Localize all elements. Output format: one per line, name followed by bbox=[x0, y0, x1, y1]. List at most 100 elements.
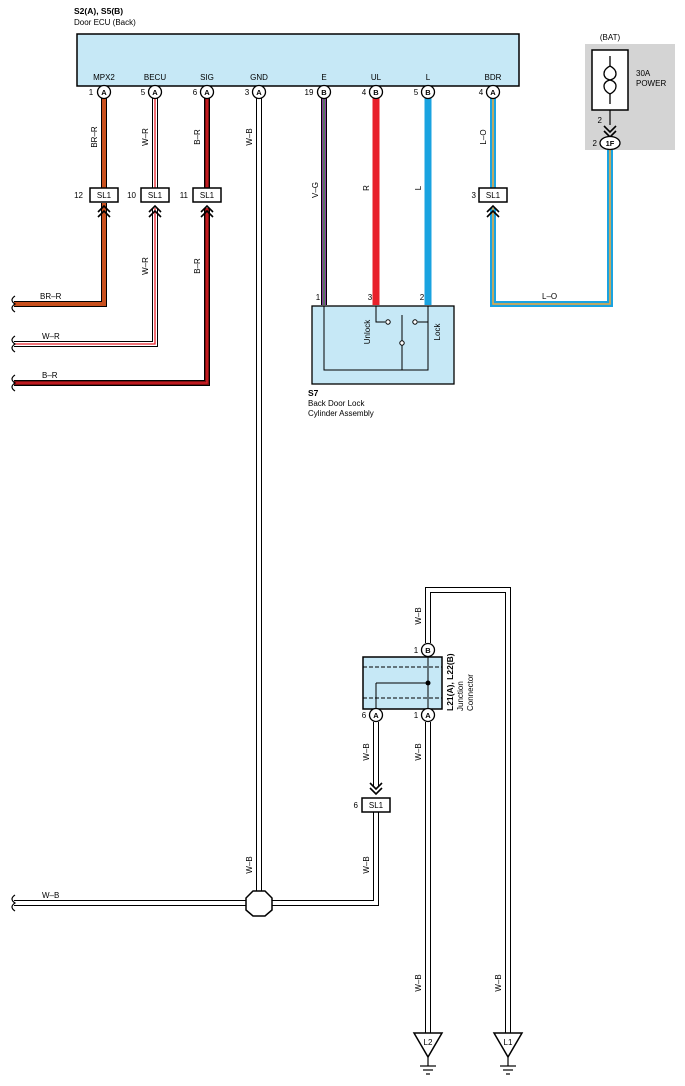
ecu-terminal-mpx2: MPX2 bbox=[93, 73, 115, 82]
ecu-box bbox=[76, 33, 520, 87]
wire-label-br: B–R bbox=[193, 129, 202, 145]
ecu-conn-mpx2: A bbox=[101, 88, 107, 97]
ecu-conn-l: B bbox=[425, 88, 431, 97]
wire-label-brr-h: BR–R bbox=[40, 292, 62, 301]
ecu-pin-l: 5 bbox=[414, 88, 419, 97]
wire-gnd-wb bbox=[14, 98, 262, 906]
wire-label-l: L bbox=[414, 185, 423, 190]
fuse-conn-label: 1F bbox=[606, 139, 615, 148]
wire-label-wb-jright: W–B bbox=[414, 743, 423, 760]
splice-point bbox=[245, 890, 273, 917]
sl1-pin-10: 10 bbox=[127, 191, 136, 200]
switch-box bbox=[311, 305, 455, 385]
fuse-rating: 30A bbox=[636, 69, 651, 78]
sl1-label-10: SL1 bbox=[148, 191, 163, 200]
wire-label-lo-bdr: L–O bbox=[479, 129, 488, 144]
wire-label-wb-l1: W–B bbox=[494, 974, 503, 991]
wire-label-wb-h: W–B bbox=[42, 891, 59, 900]
junction-conn-left: A bbox=[373, 711, 379, 720]
ecu-title: S2(A), S5(B) bbox=[74, 6, 123, 16]
ecu-terminal-bdr: BDR bbox=[485, 73, 502, 82]
wire-becu-wr bbox=[14, 98, 158, 347]
junction-pins bbox=[368, 642, 436, 723]
sl1-connector-12 bbox=[89, 187, 119, 218]
sl1-label-6: SL1 bbox=[369, 801, 384, 810]
switch-pin-1: 1 bbox=[316, 293, 321, 302]
wire-label-wr-h: W–R bbox=[42, 332, 60, 341]
ecu-terminal-e: E bbox=[321, 73, 326, 82]
fuse-icon bbox=[591, 49, 629, 125]
sl1-pin-3: 3 bbox=[472, 191, 477, 200]
wire-sig-br bbox=[14, 98, 210, 386]
ecu-terminal-sig: SIG bbox=[200, 73, 214, 82]
ecu-conn-bdr: A bbox=[490, 88, 496, 97]
sl1-label-12: SL1 bbox=[97, 191, 112, 200]
ecu-pin-ul: 4 bbox=[362, 88, 367, 97]
ecu-pin-bdr: 4 bbox=[479, 88, 484, 97]
switch-unlock-label: Unlock bbox=[363, 319, 372, 344]
ecu-conn-gnd: A bbox=[256, 88, 262, 97]
switch-name-1: Back Door Lock bbox=[308, 399, 365, 408]
ecu-pin-becu: 5 bbox=[141, 88, 146, 97]
switch-code: S7 bbox=[308, 388, 319, 398]
wire-label-brr: BR–R bbox=[90, 126, 99, 148]
ground-l2-label: L2 bbox=[424, 1038, 433, 1047]
junction-code: L21(A), L22(B) bbox=[445, 653, 455, 711]
junction-node bbox=[425, 680, 431, 686]
wire-label-wr-2: W–R bbox=[141, 257, 150, 275]
switch-contacts bbox=[385, 319, 418, 346]
junction-name-2: Connector bbox=[466, 674, 475, 711]
ecu-terminal-l: L bbox=[426, 73, 431, 82]
junction-pin-top: 1 bbox=[414, 646, 419, 655]
ecu-subtitle: Door ECU (Back) bbox=[74, 18, 136, 27]
wire-break-marks bbox=[11, 295, 17, 912]
ecu-terminal-ul: UL bbox=[371, 73, 382, 82]
fuse-bat-label: (BAT) bbox=[600, 33, 621, 42]
ecu-conn-sig: A bbox=[204, 88, 210, 97]
sl1-pin-12: 12 bbox=[74, 191, 83, 200]
ground-l1-label: L1 bbox=[504, 1038, 513, 1047]
switch-pin-3: 3 bbox=[368, 293, 373, 302]
ecu-terminal-gnd: GND bbox=[250, 73, 268, 82]
ground-l2-symbol bbox=[412, 1032, 444, 1075]
wire-label-br-2: B–R bbox=[193, 258, 202, 274]
ground-l1-symbol bbox=[492, 1032, 524, 1075]
switch-internal-lines bbox=[323, 306, 429, 371]
wire-label-wb-gnd: W–B bbox=[245, 128, 254, 145]
sl1-connector-6 bbox=[361, 782, 391, 813]
fuse-name: POWER bbox=[636, 79, 666, 88]
ecu-pin-mpx2: 1 bbox=[89, 88, 94, 97]
wire-label-br-h: B–R bbox=[42, 371, 58, 380]
sl1-connector-11 bbox=[192, 187, 222, 218]
wire-label-wb-jleft: W–B bbox=[362, 743, 371, 760]
junction-name-1: Junction bbox=[456, 681, 465, 711]
fuse-pin-bottom: 2 bbox=[593, 139, 598, 148]
ecu-pin-e: 19 bbox=[305, 88, 314, 97]
ecu-pin-sig: 6 bbox=[193, 88, 198, 97]
junction-pin-left: 6 bbox=[362, 711, 367, 720]
fuse-pin-top: 2 bbox=[598, 116, 603, 125]
ecu-pins bbox=[96, 84, 501, 100]
sl1-pin-11: 11 bbox=[180, 191, 189, 200]
sl1-connector-3 bbox=[478, 187, 508, 218]
wire-label-wb-jtop: W–B bbox=[414, 607, 423, 624]
wire-label-wb-l2: W–B bbox=[414, 974, 423, 991]
wire-label-wr: W–R bbox=[141, 128, 150, 146]
wire-junction-l1 bbox=[425, 587, 511, 1033]
wire-label-lo-h: L–O bbox=[542, 292, 557, 301]
wire-label-wb-gnd2: W–B bbox=[245, 856, 254, 873]
fuse-connector-1f bbox=[599, 135, 621, 151]
switch-name-2: Cylinder Assembly bbox=[308, 409, 374, 418]
wire-label-vg: V–G bbox=[311, 182, 320, 198]
ecu-pin-gnd: 3 bbox=[245, 88, 250, 97]
ecu-conn-ul: B bbox=[373, 88, 379, 97]
switch-pin-2: 2 bbox=[420, 293, 425, 302]
sl1-connector-10 bbox=[140, 187, 170, 218]
switch-lock-label: Lock bbox=[433, 323, 442, 341]
junction-pin-right: 1 bbox=[414, 711, 419, 720]
sl1-label-3: SL1 bbox=[486, 191, 501, 200]
junction-conn-right: A bbox=[425, 711, 431, 720]
ecu-conn-e: B bbox=[321, 88, 327, 97]
ecu-conn-becu: A bbox=[152, 88, 158, 97]
